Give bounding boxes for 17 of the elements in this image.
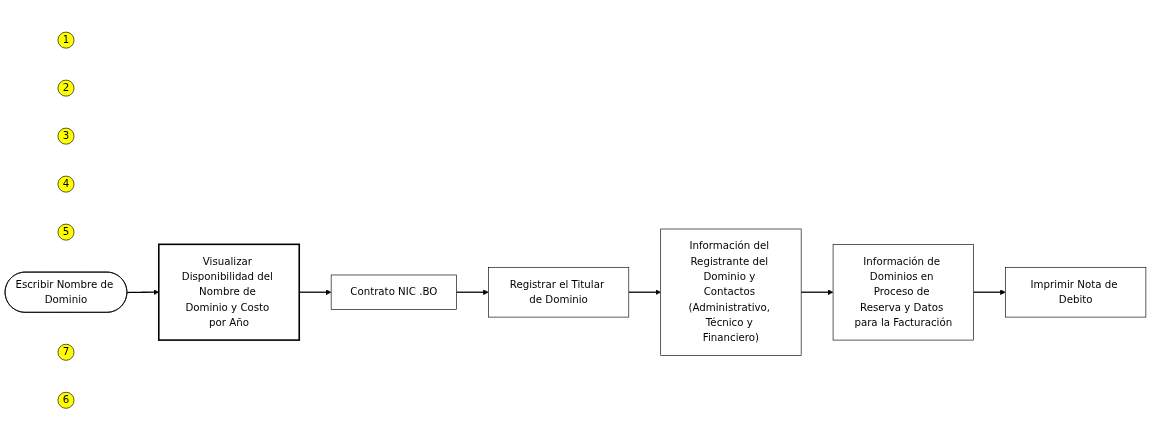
node-circle: 4 bbox=[57, 176, 75, 193]
arrow bbox=[628, 289, 661, 296]
arrow bbox=[972, 289, 1006, 296]
node-circle: 2 bbox=[57, 80, 75, 97]
node-box: Visualizar Disponibilidad del Nombre de Dominio y Costo por Año bbox=[158, 243, 301, 342]
node-box: Imprimir Nota de Debito bbox=[1005, 267, 1147, 318]
node-circle: 5 bbox=[57, 224, 75, 241]
arrow bbox=[455, 289, 489, 296]
node-box: Contrato NIC .BO bbox=[330, 274, 457, 311]
node-circle: 1 bbox=[57, 32, 75, 49]
node-box: Registrar el Titular de Dominio bbox=[488, 267, 630, 318]
node-circle: 6 bbox=[57, 392, 75, 409]
node-circle: 7 bbox=[57, 344, 75, 361]
arrow bbox=[800, 289, 834, 296]
node-box: Información del Registrante del Dominio y Contactos (Administrativo, Técnico y Financiero) bbox=[660, 228, 802, 356]
node-box: Información de Dominios en Proceso de Reserva y Datos para la Facturación bbox=[832, 244, 974, 341]
node-circle: 3 bbox=[57, 128, 75, 145]
